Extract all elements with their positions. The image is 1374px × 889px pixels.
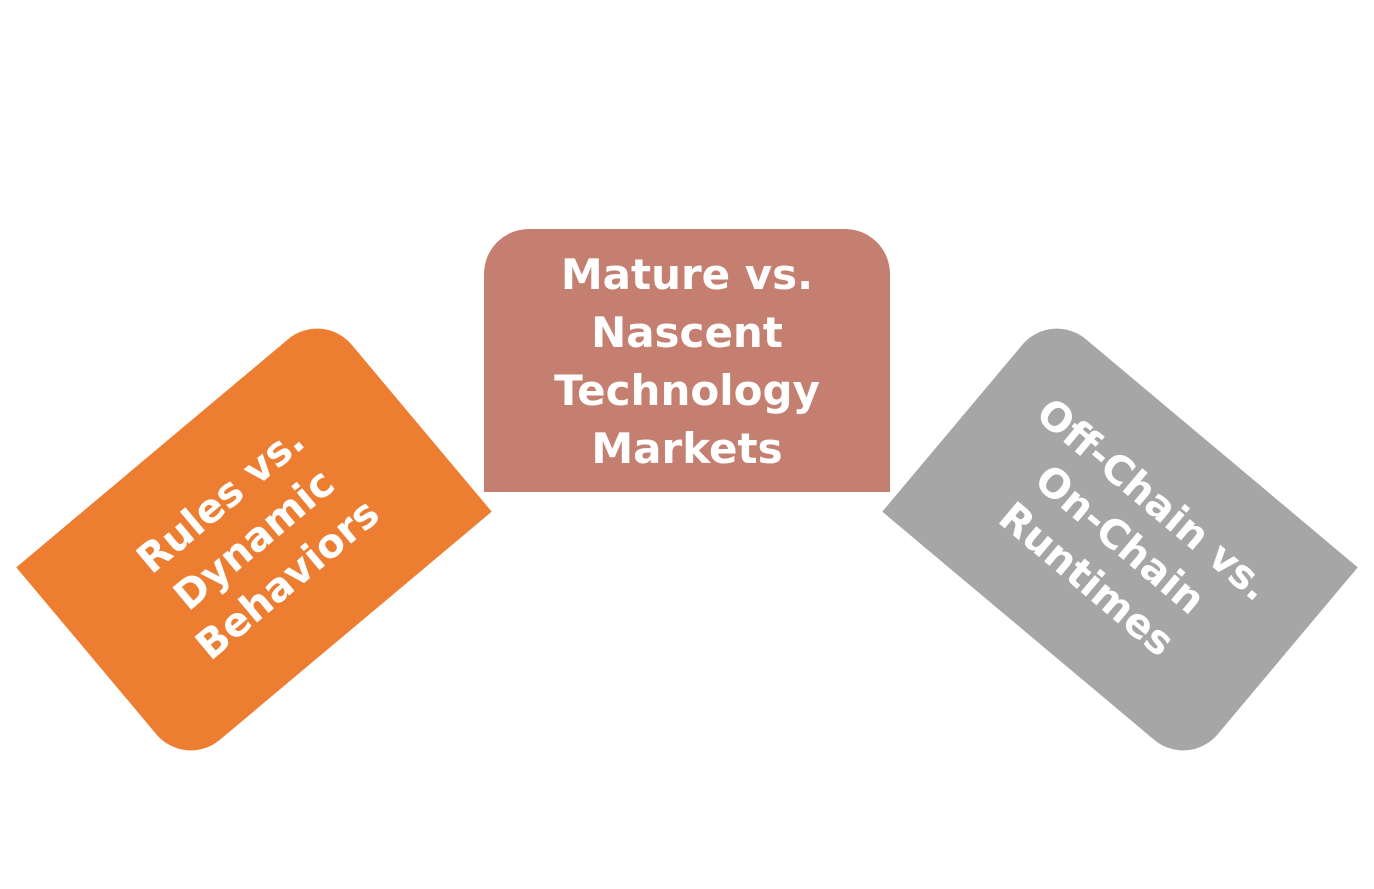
- card-rules-vs-dynamic-behaviors: Rules vs. Dynamic Behaviors: [16, 310, 492, 769]
- card-label-mature-vs-nascent-technology-markets: Mature vs. Nascent Technology Markets: [554, 249, 820, 473]
- card-off-chain-vs-on-chain-runtimes: Off-Chain vs. On-Chain Runtimes: [882, 310, 1358, 769]
- card-label-off-chain-vs-on-chain-runtimes: Off-Chain vs. On-Chain Runtimes: [990, 389, 1279, 666]
- card-mature-vs-nascent-technology-markets: Mature vs. Nascent Technology Markets: [484, 229, 890, 492]
- card-label-rules-vs-dynamic-behaviors: Rules vs. Dynamic Behaviors: [128, 416, 388, 669]
